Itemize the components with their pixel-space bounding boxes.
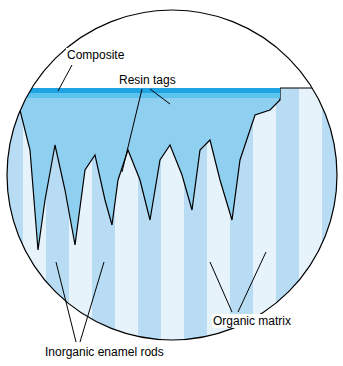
organic-matrix-label: Organic matrix [212, 314, 292, 328]
composite-top [0, 88, 280, 93]
enamel-rod-stripe [322, 88, 343, 366]
enamel-rod-stripe [0, 88, 23, 366]
enamel-rods [0, 88, 343, 366]
resin-tags-label: Resin tags [118, 73, 177, 87]
resin-tag-outline [0, 88, 280, 250]
enamel-rod-stripe [299, 88, 322, 366]
leader-lines [56, 65, 266, 342]
composite-label: Composite [66, 48, 125, 62]
enamel-rods-label: Inorganic enamel rods [44, 345, 165, 359]
view-circle [7, 10, 337, 340]
